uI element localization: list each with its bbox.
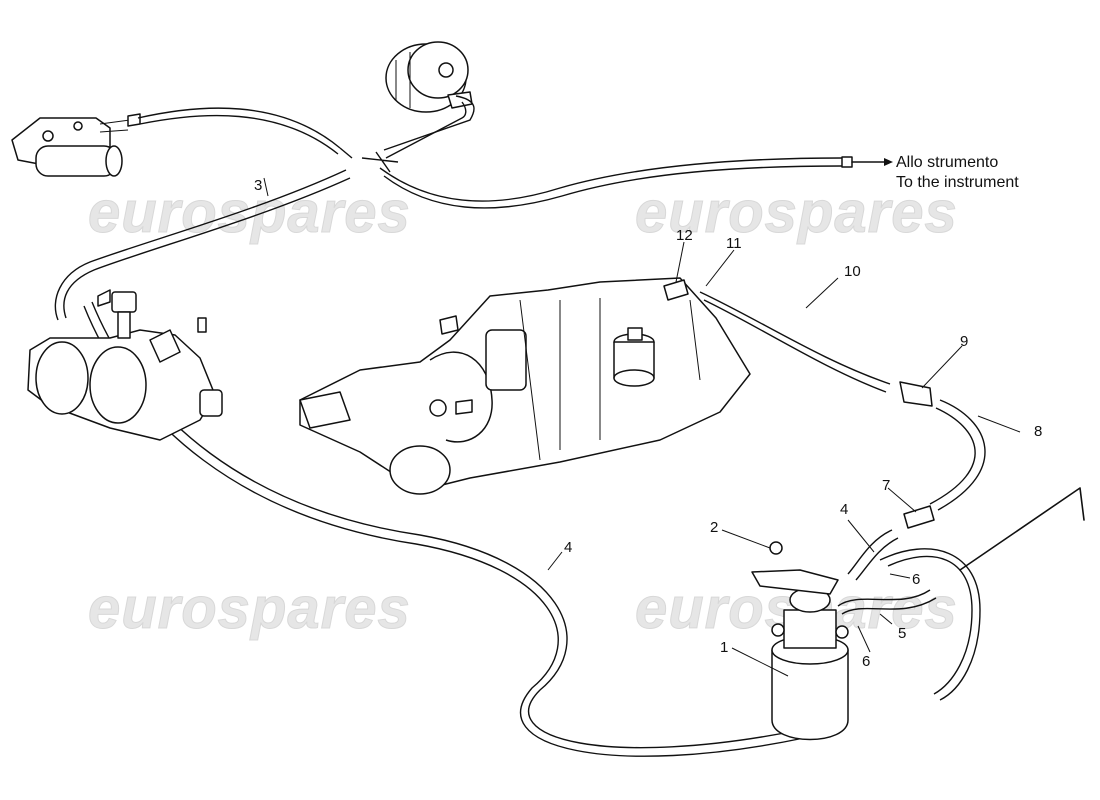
callout-labels: 1 2 3 4 4 5 6 6 7 8 9 10 11 12 (254, 177, 1042, 670)
watermark-top-right: eurospares (635, 180, 958, 245)
callout-5: 5 (898, 625, 906, 642)
callout-6-lower: 6 (862, 653, 870, 670)
callout-8: 8 (1034, 423, 1042, 440)
watermark-bottom-left: eurospares (88, 576, 411, 641)
leader-lines (263, 177, 1021, 677)
vacuum-actuator (11, 113, 141, 177)
vacuum-reservoir (385, 41, 473, 113)
callout-12: 12 (676, 227, 693, 244)
canister-hoses (663, 279, 1085, 701)
hose-3-and-4 (54, 169, 805, 757)
callout-7: 7 (882, 477, 890, 494)
upper-hoses (137, 95, 893, 209)
callout-4-lower: 4 (564, 539, 572, 556)
callout-3: 3 (254, 177, 262, 194)
callout-4-upper: 4 (840, 501, 848, 518)
destination-label: Allo strumento To the instrument (896, 154, 1019, 191)
callout-10: 10 (844, 263, 861, 280)
engine-manifold (299, 277, 751, 495)
callout-1: 1 (720, 639, 728, 656)
callout-9: 9 (960, 333, 968, 350)
charcoal-canister (751, 541, 849, 741)
callout-2: 2 (710, 519, 718, 536)
callout-11: 11 (726, 235, 742, 252)
destination-label-english: To the instrument (896, 174, 1019, 191)
destination-label-italian: Allo strumento (896, 154, 998, 171)
watermark-top-left: eurospares (88, 180, 411, 245)
callout-6-upper: 6 (912, 571, 920, 588)
throttle-body (27, 289, 223, 441)
